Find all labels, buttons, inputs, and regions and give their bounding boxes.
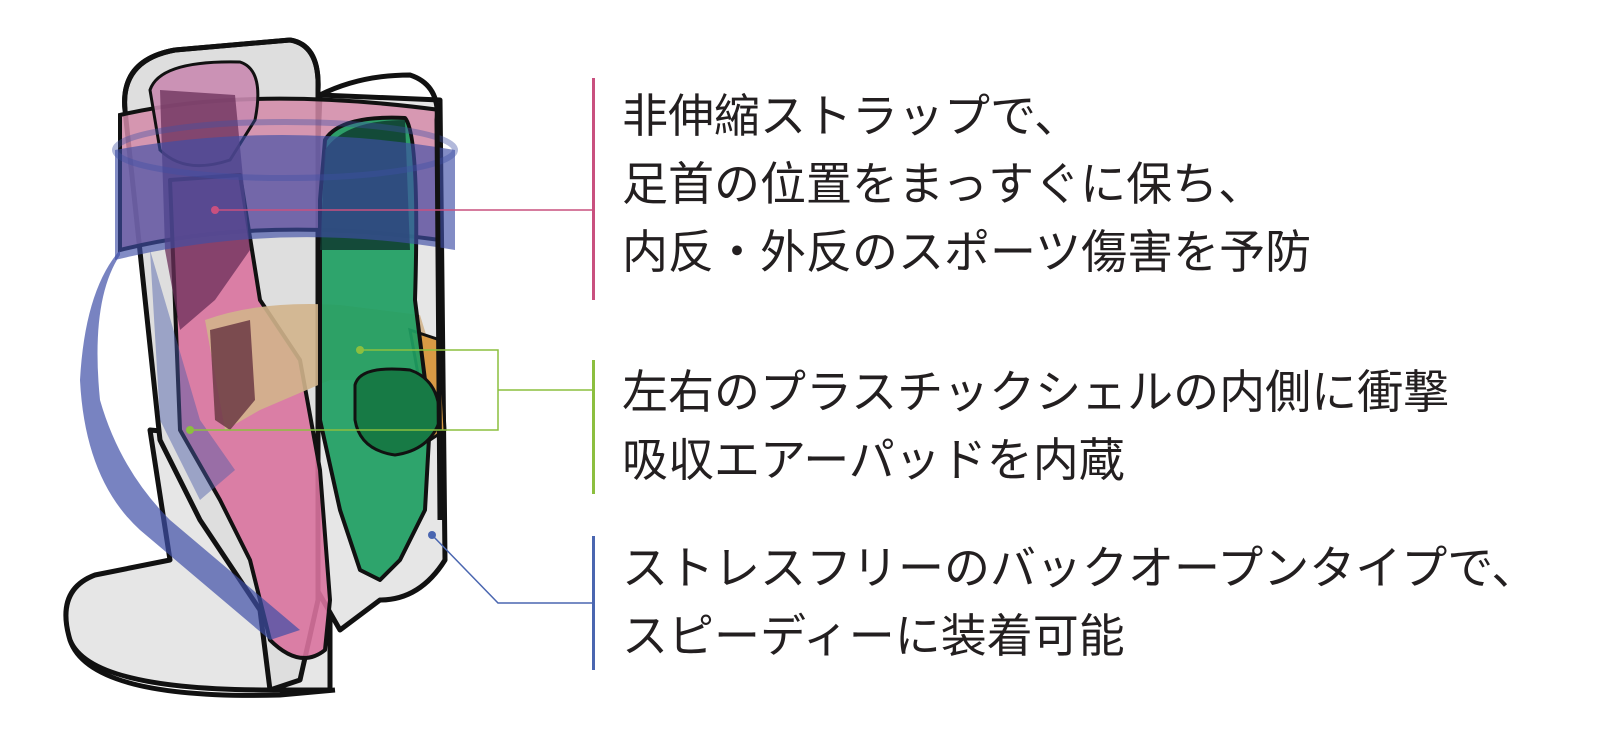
callout-strap-line-2: 足首の位置をまっすぐに保ち、 (622, 157, 1265, 211)
callout-strap: 非伸縮ストラップで、 足首の位置をまっすぐに保ち、 内反・外反のスポーツ傷害を予… (622, 82, 1311, 286)
strap-ring-top (112, 119, 458, 181)
shell-outline-right (318, 72, 443, 521)
strap-band (115, 135, 455, 260)
back-leader (431, 534, 594, 604)
strap-diagonal (80, 250, 300, 640)
callout-strap-line-3: 内反・外反のスポーツ傷害を予防 (622, 225, 1312, 279)
callout-airpad-line-1: 左右のプラスチックシェルの内側に衝撃 (622, 365, 1450, 419)
callout-bar-backopen (592, 536, 595, 670)
green-oval (353, 367, 442, 457)
strap-diagonal-inner (150, 250, 235, 500)
shell-outline-top (122, 37, 321, 111)
callout-backopen-line-1: ストレスフリーのバックオープンタイプで、 (622, 541, 1538, 595)
callout-backopen-line-2: スピーディーに装着可能 (622, 609, 1125, 663)
callout-bar-strap (592, 78, 595, 300)
callout-backopen: ストレスフリーのバックオープンタイプで、 スピーディーに装着可能 (622, 534, 1537, 670)
callout-bar-airpad (592, 360, 595, 494)
lower-left-dark (210, 320, 255, 430)
heel-sole (67, 639, 336, 698)
callout-airpad-line-2: 吸収エアーパッドを内蔵 (622, 433, 1125, 487)
callout-airpad: 左右のプラスチックシェルの内側に衝撃 吸収エアーパッドを内蔵 (622, 358, 1449, 494)
callout-strap-line-1: 非伸縮ストラップで、 (622, 89, 1081, 143)
